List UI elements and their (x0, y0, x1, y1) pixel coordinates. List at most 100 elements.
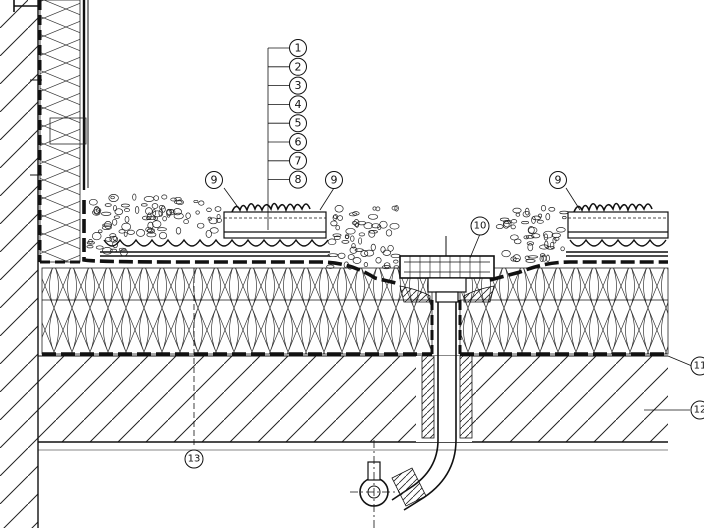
gravel-stone (551, 232, 561, 238)
gravel-stone (390, 253, 401, 259)
gravel-stone (548, 207, 556, 212)
gravel-stone (510, 224, 516, 230)
gravel-stone (185, 212, 191, 219)
gravel-stone (495, 224, 504, 230)
gravel-stone (327, 238, 337, 246)
gravel-stone (393, 259, 399, 264)
gravel-stone (345, 227, 356, 235)
wall-insulation (13, 0, 89, 263)
gravel-stone (136, 229, 146, 237)
gravel-stone (525, 259, 536, 263)
gravel-stone (86, 245, 94, 249)
waterproof-membrane (40, 200, 668, 356)
gravel-stone (174, 200, 183, 205)
gravel-stone (193, 199, 199, 204)
layer-callout-7: 7 (268, 151, 307, 170)
gravel-stone (169, 209, 174, 214)
gravel-stone (146, 232, 157, 238)
gravel-stone (132, 193, 137, 201)
gravel-stone (101, 225, 112, 230)
gravel-stone (552, 237, 557, 244)
gravel-stone (175, 227, 182, 235)
gravel-stone (143, 196, 155, 202)
gravel-stone (158, 205, 165, 210)
gravel-stone (118, 229, 126, 234)
gravel-stone (531, 233, 541, 239)
gravel-stone (542, 230, 554, 239)
gravel-stone (101, 211, 112, 216)
gravel-stone (383, 262, 391, 269)
gravel-stone (549, 242, 555, 249)
gravel-stone (197, 222, 205, 229)
gravel-stone (367, 213, 379, 220)
gravel-stone (503, 220, 512, 228)
gravel-stone (161, 194, 168, 200)
gravel-stone (114, 208, 124, 216)
gravel-stone (351, 243, 356, 249)
gravel-stone (146, 216, 157, 220)
gravel-stone (545, 213, 551, 221)
layer-callout-1: 1 (268, 39, 307, 57)
gravel-stone (102, 247, 113, 255)
plant-bed-left (223, 202, 327, 239)
gravel-stone (111, 218, 118, 226)
gravel-stone (394, 205, 399, 212)
layer-callout-7-text: 7 (295, 154, 302, 167)
gravel-stone (559, 210, 569, 215)
gravel-stone (332, 233, 342, 237)
gravel-stone (523, 235, 530, 240)
gravel-stone (543, 233, 549, 241)
gravel-stone (198, 200, 205, 206)
gravel-stone (158, 231, 168, 240)
gravel-stone (527, 255, 539, 259)
gravel-stone (513, 257, 520, 262)
gravel-stone (368, 230, 378, 234)
gravel-stone (146, 228, 154, 233)
gravel-stone (385, 229, 393, 237)
gravel-stone (104, 203, 112, 207)
gravel-stone (347, 254, 355, 260)
gravel-stone (126, 229, 135, 235)
gravel-stone (123, 231, 128, 237)
gravel-stone (98, 229, 103, 233)
gravel-stone (145, 207, 153, 215)
gravel-stone (88, 198, 98, 206)
gravel-stone (206, 207, 212, 212)
gravel-stone (109, 233, 117, 238)
gravel-stone (104, 237, 113, 242)
gravel-stone (382, 249, 392, 256)
gravel-stone (152, 210, 163, 218)
gravel-stone (522, 211, 531, 218)
gravel-stone (521, 221, 530, 225)
gravel-stone (121, 222, 132, 231)
gravel-stone (157, 227, 167, 232)
roof-slab (37, 355, 668, 528)
gravel-stone (170, 197, 177, 202)
layer-callout-5: 5 (268, 114, 307, 133)
gravel-stone (540, 205, 547, 212)
layer-callout-2-text: 2 (295, 60, 302, 73)
gravel-stone (512, 207, 522, 214)
layer-callout-8: 8 (268, 170, 307, 189)
gravel-stone (166, 209, 171, 218)
gravel-stone (510, 219, 518, 224)
drainage-layer (100, 238, 668, 257)
gravel-stone (124, 216, 130, 223)
gravel-stone (371, 223, 381, 229)
callout-9-left-text: 9 (211, 174, 218, 187)
gravel-stone (353, 219, 360, 227)
layer-callout-8-text: 8 (295, 173, 302, 186)
gravel-stone (134, 206, 140, 214)
callout-11: 11 (690, 356, 704, 376)
structural-wall (0, 0, 39, 528)
gravel-stone (183, 219, 189, 225)
gravel-stone (370, 243, 376, 251)
gravel-stone (337, 215, 343, 221)
gravel-stone (539, 244, 550, 250)
gravel-stone (141, 203, 148, 207)
gravel-stone (343, 261, 350, 269)
gravel-stone (330, 220, 338, 227)
gravel-stone (349, 246, 358, 254)
layer-callout-4-text: 4 (295, 98, 302, 111)
